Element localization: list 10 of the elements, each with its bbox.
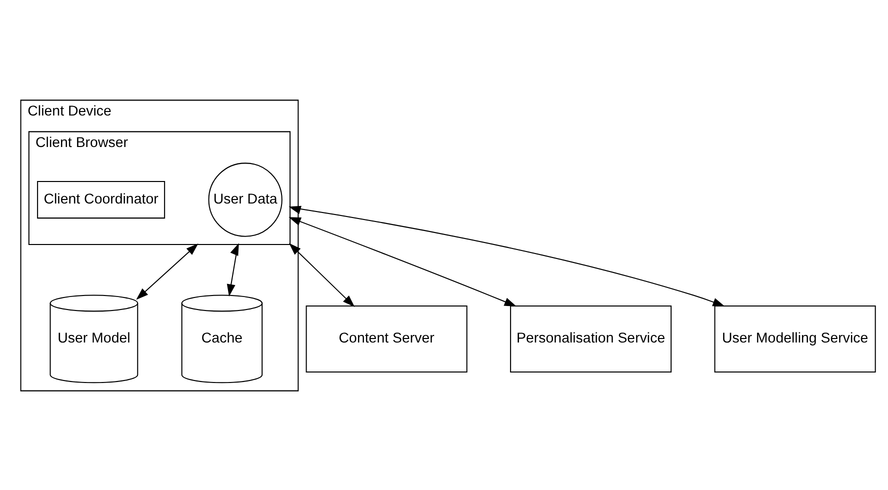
node-box: Personalisation Service [510,304,672,372]
node-box: Client Coordinator [37,180,166,218]
node-box: User Modelling Service [714,304,876,372]
arrow [288,242,355,307]
node-box: Content Server [306,304,468,372]
arrow [288,205,725,306]
arrow [226,242,239,296]
arrow [288,216,517,306]
arrow [136,242,198,300]
node-circle: User Data [208,162,282,236]
